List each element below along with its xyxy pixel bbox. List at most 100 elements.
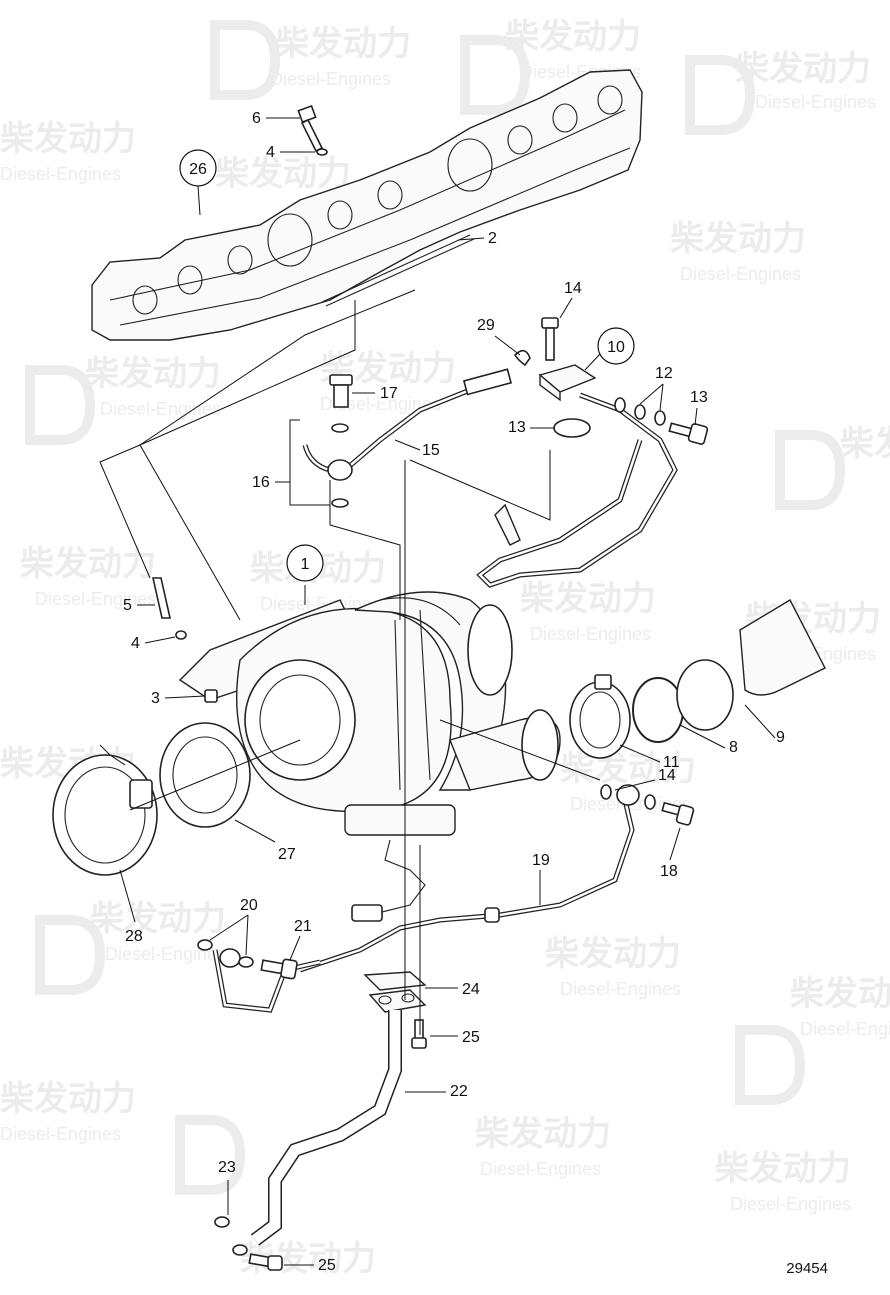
callout-3: 3 bbox=[151, 690, 160, 707]
callout-2: 2 bbox=[488, 230, 497, 247]
watermark-text-cn: 柴发动力 bbox=[20, 544, 156, 584]
callout-19: 19 bbox=[532, 852, 550, 869]
alignment-lines bbox=[99, 289, 601, 1035]
watermark-logo-icon bbox=[25, 20, 846, 1195]
callout-13: 13 bbox=[508, 419, 526, 436]
banjo-fitting bbox=[616, 784, 640, 806]
banjo-bolt bbox=[260, 958, 298, 980]
watermark-text-cn: 柴发动力 bbox=[85, 354, 221, 394]
watermark-text-en: Diesel-Engines bbox=[0, 1124, 121, 1144]
callout-17: 17 bbox=[380, 385, 398, 402]
exhaust-manifold bbox=[91, 69, 643, 341]
turbo-nut bbox=[204, 689, 218, 703]
watermark-text-en: Diesel-Engines bbox=[560, 979, 681, 999]
inlet-flange bbox=[159, 722, 251, 828]
watermark-text-en: Diesel-Engines bbox=[320, 394, 441, 414]
callout-20: 20 bbox=[240, 897, 258, 914]
callout-14: 14 bbox=[658, 767, 676, 784]
sealing-washer bbox=[600, 784, 612, 800]
watermark-text-en: Diesel-Engines bbox=[730, 1194, 851, 1214]
callout-8: 8 bbox=[729, 739, 738, 756]
callout-18: 18 bbox=[660, 863, 678, 880]
watermark-text-en: Diesel-Engines bbox=[530, 624, 651, 644]
watermark-text-cn: 柴发动力 bbox=[520, 579, 656, 619]
watermark-text-en: Diesel-Engines bbox=[100, 399, 221, 419]
callout-9: 9 bbox=[776, 729, 785, 746]
figure-number: 29454 bbox=[786, 1260, 828, 1277]
callout-23: 23 bbox=[218, 1159, 236, 1176]
sealing-washer bbox=[634, 404, 646, 420]
outlet-ring bbox=[676, 659, 734, 731]
oil-pipe-flange bbox=[538, 364, 597, 402]
callout-14: 14 bbox=[564, 280, 582, 297]
banjo-fitting bbox=[327, 459, 353, 481]
watermark-text-cn: 柴发动力 bbox=[560, 749, 696, 789]
drain-bolt bbox=[411, 1019, 427, 1049]
callout-11: 12 bbox=[655, 365, 673, 382]
watermark-text-cn: 柴发动力 bbox=[670, 219, 806, 259]
sealing-washer bbox=[614, 397, 626, 413]
watermark-text-cn: 柴发动力 bbox=[215, 154, 351, 194]
sealing-washer bbox=[644, 794, 656, 810]
watermark-text-cn: 柴发动力 bbox=[0, 119, 136, 159]
watermark-text-en: Diesel-Engines bbox=[35, 589, 156, 609]
sealing-washer bbox=[197, 939, 213, 951]
sealing-washer bbox=[331, 423, 349, 433]
callout-27: 27 bbox=[278, 846, 296, 863]
sealing-washer bbox=[238, 956, 254, 968]
banjo-fitting bbox=[219, 948, 241, 968]
oil-pipe bbox=[478, 393, 677, 587]
manifold-bolt bbox=[297, 104, 324, 153]
watermark-text-cn: 柴发动力 bbox=[505, 17, 641, 57]
pipe-bracket bbox=[494, 503, 521, 546]
callout-7: 11 bbox=[663, 754, 680, 771]
watermark-text-cn: 柴发动力 bbox=[0, 1079, 136, 1119]
watermark-text-cn: 柴发动力 bbox=[90, 899, 226, 939]
watermark-text-en: Diesel-Engines bbox=[755, 92, 876, 112]
callout-6: 6 bbox=[252, 110, 261, 127]
watermark-text-en: Diesel-Engines bbox=[0, 164, 121, 184]
outlet-o-ring bbox=[632, 677, 684, 743]
banjo-bolt bbox=[661, 801, 695, 826]
callout-circle bbox=[286, 544, 324, 582]
banjo-bolt bbox=[329, 374, 353, 408]
callout-15: 15 bbox=[422, 442, 440, 459]
watermark-text-cn: 柴发动力 bbox=[475, 1114, 611, 1154]
watermark-text-en: Diesel-Engines bbox=[105, 944, 226, 964]
callout-25: 25 bbox=[318, 1257, 336, 1274]
callout-labels: 26 6 4 2 14 29 10 12 13 13 17 15 16 1 5 … bbox=[119, 110, 785, 1274]
watermark-text-cn: 柴发动力 bbox=[735, 49, 871, 89]
oil-drain-pipe bbox=[250, 989, 427, 1246]
sealing-washer bbox=[214, 1216, 230, 1228]
watermark-text-en: Diesel-Engines bbox=[480, 1159, 601, 1179]
flange-gasket bbox=[553, 418, 591, 438]
callout-25: 25 bbox=[462, 1029, 480, 1046]
drain-gasket bbox=[363, 971, 427, 991]
v-band-clamp-outlet bbox=[569, 674, 631, 759]
turbocharger bbox=[178, 591, 561, 836]
watermark-text-en: Diesel-Engines bbox=[800, 1019, 890, 1039]
sensor-harness bbox=[351, 839, 426, 922]
watermark-text-cn: 柴发动力 bbox=[275, 24, 411, 64]
manifold-gasket bbox=[321, 234, 475, 307]
callout-29: 29 bbox=[477, 317, 495, 334]
callout-12: 13 bbox=[690, 389, 708, 406]
callout-28: 28 bbox=[125, 928, 143, 945]
oil-return-pipe bbox=[299, 799, 635, 973]
callout-5: 5 bbox=[123, 597, 132, 614]
sealing-washer bbox=[232, 1244, 248, 1256]
outlet-pipe bbox=[739, 599, 826, 696]
watermark-text-cn: 柴发动力 bbox=[790, 974, 890, 1014]
turbo-stud bbox=[152, 577, 171, 619]
v-band-clamp-inlet bbox=[52, 744, 158, 876]
watermark-text-cn: 柴发动力 bbox=[840, 424, 890, 464]
watermark-text-cn: 柴发动力 bbox=[715, 1149, 851, 1189]
callout-4: 4 bbox=[266, 144, 275, 161]
flange-bolt bbox=[541, 317, 559, 361]
callout-22: 22 bbox=[450, 1083, 468, 1100]
sealing-washer bbox=[654, 410, 666, 426]
turbo-washer bbox=[175, 630, 187, 640]
callout-16: 16 bbox=[252, 474, 270, 491]
drain-bolt bbox=[248, 1253, 283, 1271]
